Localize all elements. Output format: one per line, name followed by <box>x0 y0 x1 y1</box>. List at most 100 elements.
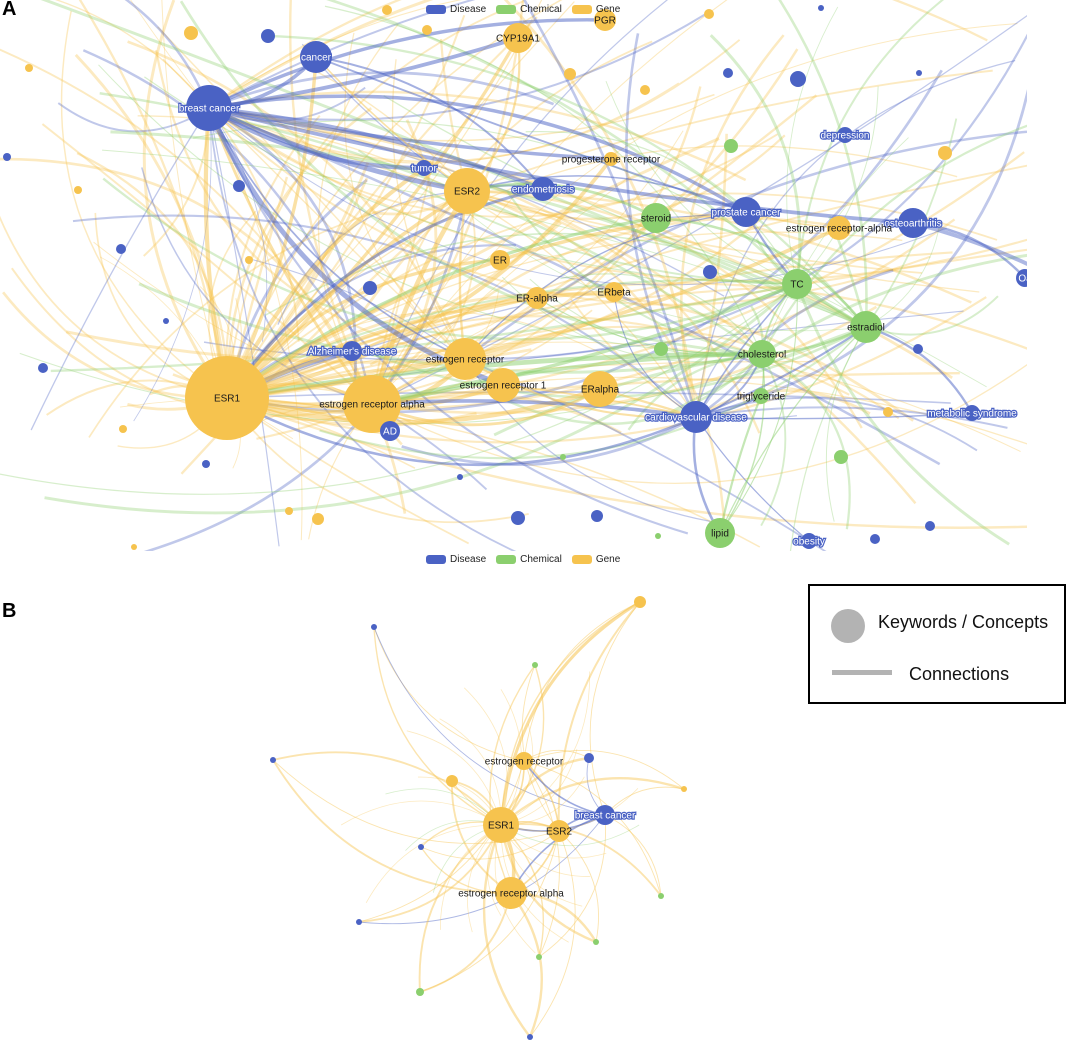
edge <box>466 134 786 220</box>
small-node <box>184 26 198 40</box>
edge <box>760 353 787 527</box>
node-ms <box>964 405 980 421</box>
node-estradiol <box>850 311 882 343</box>
edge <box>161 0 228 399</box>
small-node <box>704 9 714 19</box>
small-node <box>422 25 432 35</box>
edge <box>695 412 973 420</box>
edge <box>420 830 560 860</box>
edge <box>76 152 229 399</box>
node-label: ER <box>493 256 507 267</box>
legend-label: Disease <box>450 4 487 15</box>
edge <box>795 0 945 285</box>
node-label: Alzheimer's disease <box>308 347 397 358</box>
edge <box>695 88 1027 419</box>
edge <box>371 0 669 405</box>
small-node <box>382 5 392 15</box>
edge <box>761 253 1027 356</box>
category-legend-bottom: Disease Chemical Gene <box>426 554 620 565</box>
legend-label: Chemical <box>520 554 562 565</box>
edge <box>695 406 1008 429</box>
edge <box>695 396 978 452</box>
edge <box>500 777 685 826</box>
legend-swatch <box>571 5 592 14</box>
edge <box>604 814 662 897</box>
edge <box>208 106 914 225</box>
edge <box>523 601 641 762</box>
legend-item-gene: Gene <box>571 554 621 565</box>
edge <box>455 202 867 332</box>
edge <box>272 759 560 844</box>
edge <box>225 37 520 400</box>
node-tg <box>753 388 769 404</box>
small-node <box>658 893 664 899</box>
node-ob <box>801 533 817 549</box>
edge <box>102 149 867 328</box>
node-label: ESR1 <box>488 821 515 832</box>
node-label: cardiovascular disease <box>645 413 747 424</box>
edge <box>226 251 953 400</box>
edge <box>796 86 879 285</box>
edge <box>208 107 980 293</box>
node-eralpha1 <box>526 287 548 309</box>
legend-swatch <box>571 555 592 564</box>
edge <box>695 388 871 419</box>
small-node <box>818 5 824 11</box>
edge <box>418 824 502 993</box>
small-node <box>916 70 922 76</box>
edge <box>719 283 798 534</box>
small-node <box>681 786 687 792</box>
node-label: ESR1 <box>214 394 241 405</box>
edge <box>466 189 726 528</box>
legend-label: Gene <box>595 554 621 565</box>
edge <box>371 371 960 406</box>
edge <box>482 824 531 1038</box>
edge <box>464 86 702 361</box>
node-label: estrogen receptor alpha <box>458 889 564 900</box>
edge <box>179 0 763 356</box>
small-node <box>564 68 576 80</box>
edge <box>44 282 798 515</box>
node-label: ERalpha <box>581 385 620 396</box>
edge <box>133 107 212 422</box>
key-edges-label: Connections <box>909 664 1010 684</box>
edge <box>306 279 798 355</box>
edges-b <box>272 600 685 1038</box>
edge <box>208 107 466 360</box>
node-label: lipid <box>711 529 729 540</box>
edge <box>694 269 894 418</box>
small-node <box>285 507 293 515</box>
small-node <box>312 513 324 525</box>
small-node <box>560 454 566 460</box>
symbol-key: Keywords / Concepts Connections <box>808 584 1066 704</box>
node-bc <box>186 85 232 131</box>
edge <box>589 601 641 816</box>
node-b-esr1 <box>483 807 519 843</box>
edge <box>778 0 868 328</box>
edge <box>88 190 468 438</box>
legend-label: Disease <box>450 554 487 565</box>
node-b-bc <box>595 805 615 825</box>
edge <box>371 376 1027 445</box>
small-node <box>703 265 717 279</box>
edge <box>207 105 468 194</box>
edge <box>383 95 798 285</box>
small-node <box>527 1034 533 1040</box>
edge <box>627 352 763 431</box>
node-label: breast cancer <box>575 811 636 822</box>
node-label: cholesterol <box>738 350 786 361</box>
edge <box>208 94 747 214</box>
edge <box>207 107 374 405</box>
edge <box>401 415 697 467</box>
node-label: ESR2 <box>546 827 573 838</box>
node-label: estrogen receptor <box>485 757 564 768</box>
small-node <box>532 662 538 668</box>
key-edge-symbol <box>832 670 892 675</box>
node-eralpha2 <box>582 371 618 407</box>
node-label: obesity <box>793 537 825 548</box>
small-node <box>457 474 463 480</box>
edge <box>761 137 909 355</box>
node-dep <box>837 127 853 143</box>
node-lipid <box>705 518 735 548</box>
small-node <box>363 281 377 295</box>
